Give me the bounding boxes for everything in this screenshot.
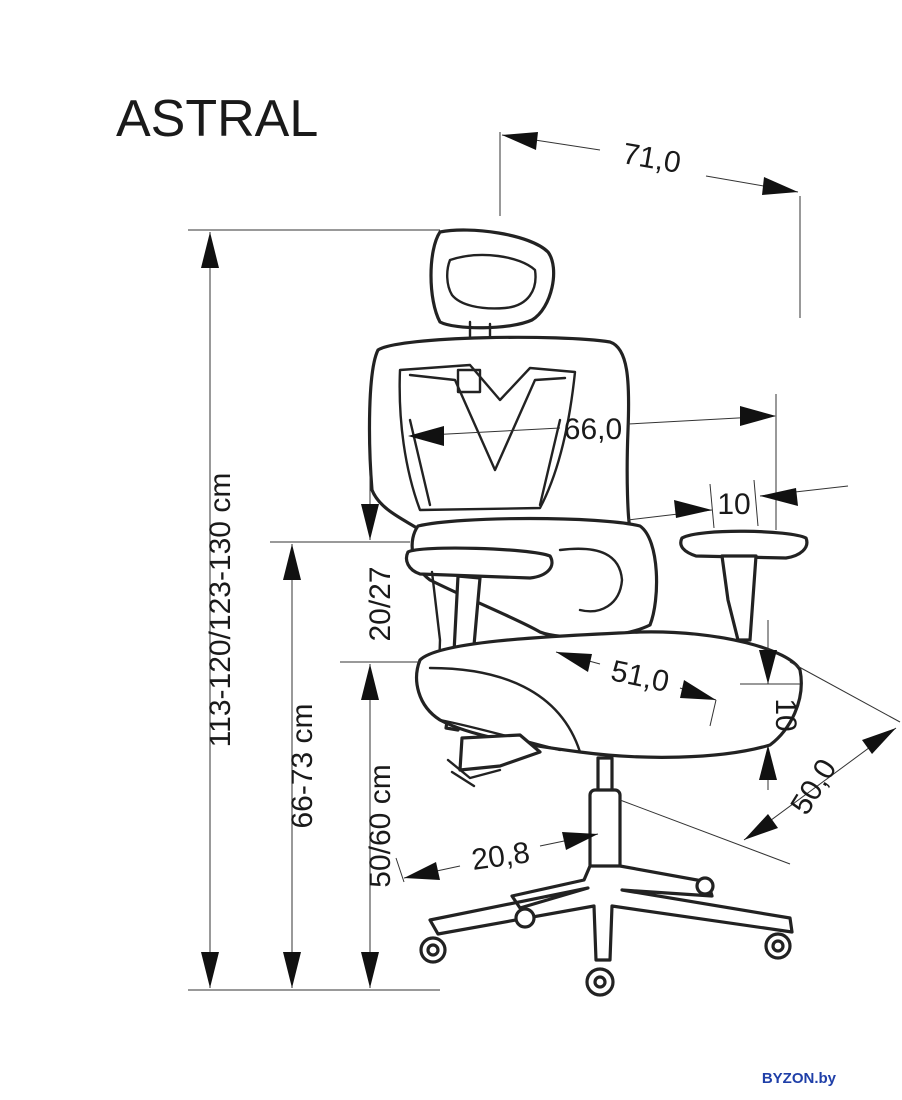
- left-armrest-pad: [404, 546, 554, 580]
- right-armrest-post: [720, 554, 758, 642]
- gas-lift-cylinder: [588, 788, 622, 872]
- seat-height-label: 50/60 cm: [364, 764, 397, 887]
- arrow-head: [201, 952, 219, 988]
- chair-illustration: [367, 228, 809, 997]
- armrest-width-label: 10: [717, 488, 750, 521]
- backrest-mesh-frame: [398, 363, 577, 512]
- right-armrest-pad: [679, 529, 809, 560]
- overall-width-label: 71,0: [620, 137, 683, 180]
- backrest: [367, 335, 632, 532]
- armrest-adjust-label: 20/27: [364, 566, 397, 641]
- lumbar-knob: [456, 368, 482, 394]
- headrest-opening: [446, 253, 537, 310]
- back-width-label: 66,0: [564, 413, 622, 446]
- star-base: [428, 864, 794, 962]
- brand-watermark: BYZON.by: [762, 1070, 837, 1087]
- seat-width-label: 50,0: [784, 753, 843, 820]
- dimension-lines: [188, 132, 901, 991]
- gas-lift-label: 20,8: [469, 836, 531, 877]
- product-title: ASTRAL: [116, 90, 318, 148]
- seat-cushion: [415, 630, 803, 759]
- seat-thickness-label: 10: [769, 698, 802, 731]
- gas-lift-top: [596, 756, 614, 794]
- total-height-label: 113-120/123-130 cm: [204, 473, 237, 748]
- casters: [419, 876, 792, 997]
- armrest-height-label: 66-73 cm: [286, 703, 319, 828]
- arrow-head: [201, 232, 219, 268]
- tilt-mechanism: [458, 733, 542, 772]
